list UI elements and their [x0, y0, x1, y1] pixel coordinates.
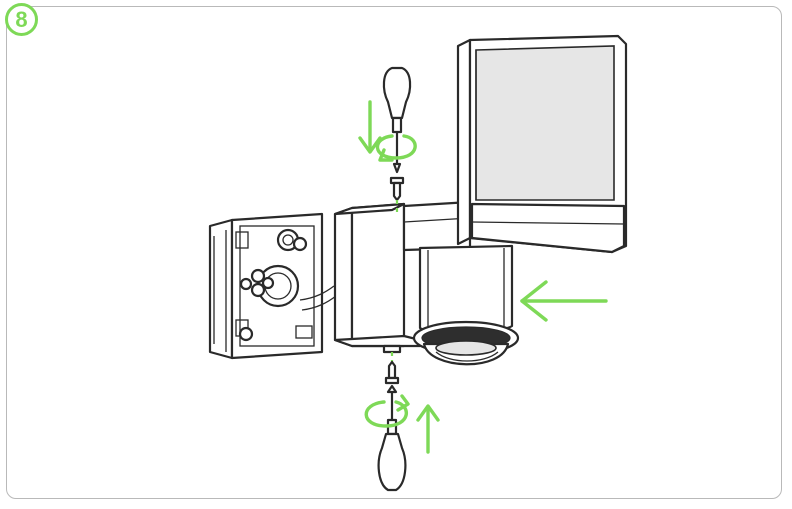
up-arrow-icon [416, 404, 440, 454]
rotation-arrow-icon [364, 394, 410, 428]
illustration-frame [6, 6, 782, 499]
rotation-arrow-icon [375, 134, 417, 162]
step-number-badge: 8 [5, 3, 38, 36]
screw-icon [389, 176, 405, 202]
mounting-bracket [208, 212, 337, 360]
down-arrow-icon [358, 100, 382, 154]
light-panel [456, 34, 628, 254]
screwdriver-icon [382, 66, 412, 174]
left-arrow-icon [520, 280, 608, 322]
light-fixture-body [333, 200, 520, 366]
screw-icon [384, 360, 400, 385]
